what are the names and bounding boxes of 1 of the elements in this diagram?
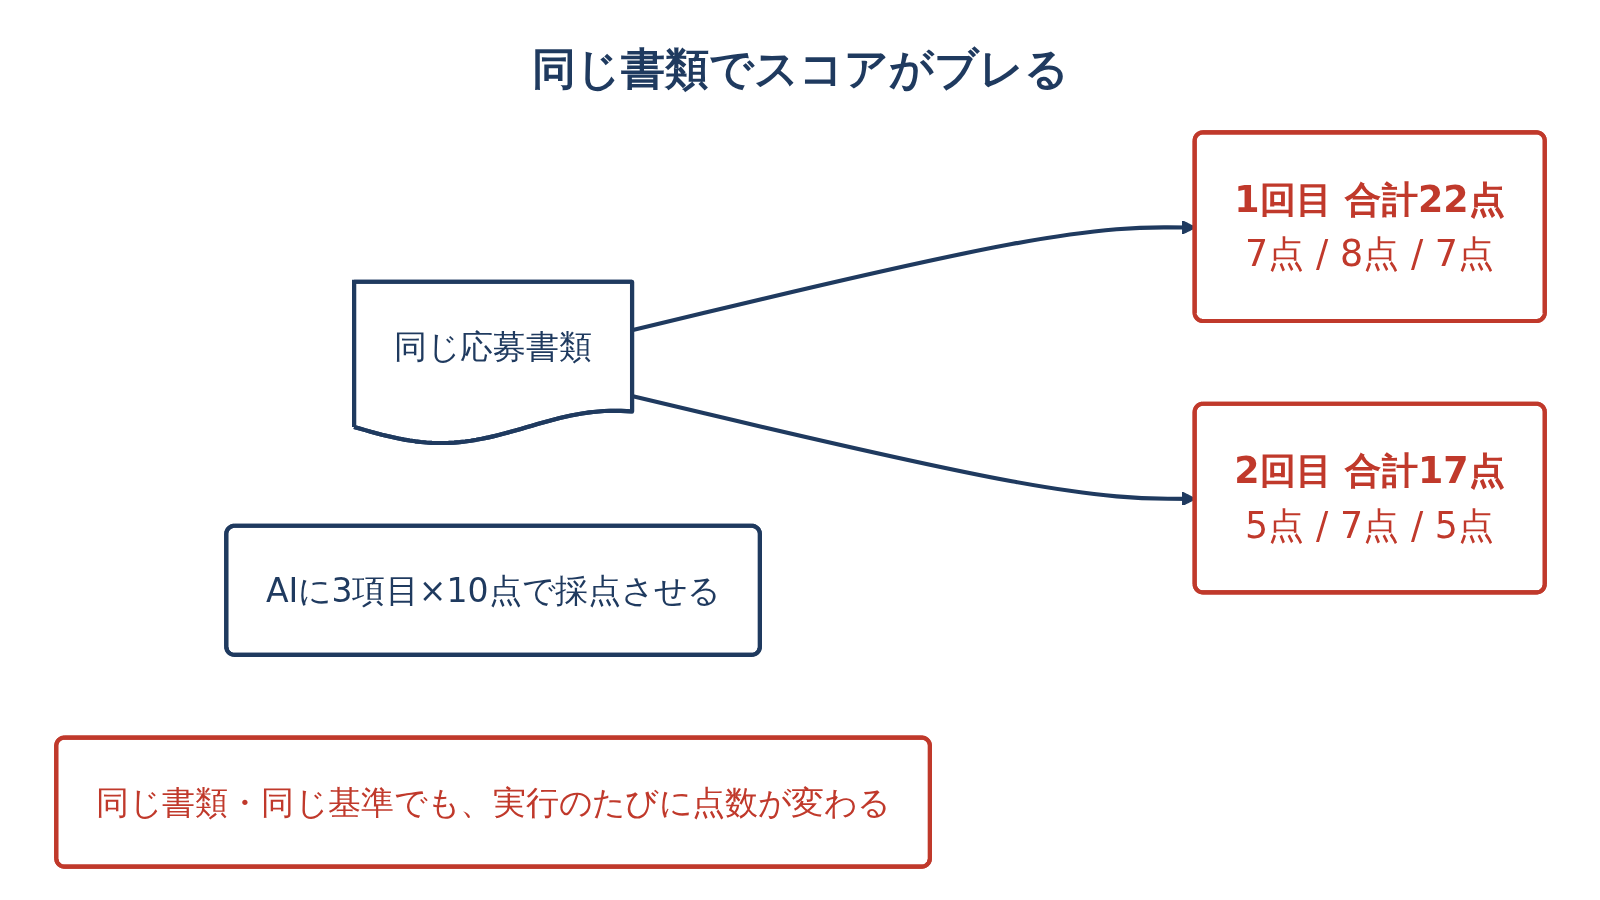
diagram-title: 同じ書類でスコアがブレる — [531, 42, 1069, 96]
